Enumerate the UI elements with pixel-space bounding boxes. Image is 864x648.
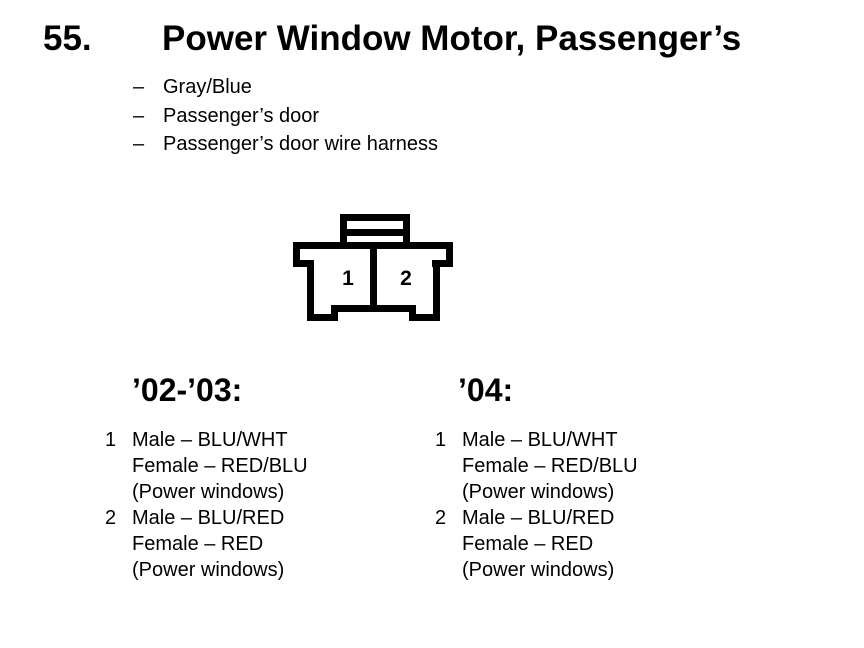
female-wire: Female – RED/BLU [462, 455, 638, 477]
bullet-text-color: Gray/Blue [163, 76, 252, 98]
female-wire: Female – RED [462, 533, 594, 555]
circuit-function: (Power windows) [462, 559, 615, 581]
pin-entry: 2 Male – BLU/RED Female – RED (Power win… [105, 505, 308, 583]
connector-diagram: 1 2 [293, 214, 453, 321]
male-wire: Male – BLU/WHT [132, 429, 288, 451]
pin-label-1: 1 [342, 267, 354, 290]
dash-bullet: – [133, 76, 145, 98]
list-item: – Passenger’s door [133, 102, 438, 131]
circuit-function: (Power windows) [132, 559, 285, 581]
connector-info-list: – Gray/Blue – Passenger’s door – Passeng… [133, 73, 438, 159]
bullet-text-location: Passenger’s door [163, 104, 320, 127]
male-wire: Male – BLU/RED [132, 507, 285, 529]
pin-list-02-03: 1 Male – BLU/WHT Female – RED/BLU (Power… [105, 427, 308, 583]
pin-number: 1 [435, 429, 447, 451]
pin-wire-info: Male – BLU/RED Female – RED (Power windo… [462, 505, 614, 583]
dash-bullet: – [133, 133, 145, 155]
pin-number: 2 [105, 507, 117, 529]
pin-entry: 1 Male – BLU/WHT Female – RED/BLU (Power… [435, 427, 638, 505]
pin-entry: 1 Male – BLU/WHT Female – RED/BLU (Power… [105, 427, 308, 505]
pin-wire-info: Male – BLU/WHT Female – RED/BLU (Power w… [462, 427, 638, 505]
female-wire: Female – RED/BLU [132, 455, 308, 477]
female-wire: Female – RED [132, 533, 264, 555]
item-number: 55. [43, 19, 92, 58]
male-wire: Male – BLU/WHT [462, 429, 618, 451]
circuit-function: (Power windows) [462, 481, 615, 503]
bullet-text-harness: Passenger’s door wire harness [163, 133, 438, 155]
pin-wire-info: Male – BLU/WHT Female – RED/BLU (Power w… [132, 427, 308, 505]
pin-label-2: 2 [400, 267, 412, 290]
pin-number: 2 [435, 507, 447, 529]
dash-bullet: – [133, 104, 145, 127]
pin-list-04: 1 Male – BLU/WHT Female – RED/BLU (Power… [435, 427, 638, 583]
pin-wire-info: Male – BLU/RED Female – RED (Power windo… [132, 505, 284, 583]
section-heading-02-03: ’02-’03: [132, 372, 243, 408]
list-item: – Gray/Blue [133, 73, 438, 102]
pin-number: 1 [105, 429, 117, 451]
list-item: – Passenger’s door wire harness [133, 130, 438, 159]
page-title: Power Window Motor, Passenger’s [162, 19, 742, 58]
circuit-function: (Power windows) [132, 481, 285, 503]
male-wire: Male – BLU/RED [462, 507, 615, 529]
section-heading-04: ’04: [458, 372, 514, 408]
pin-entry: 2 Male – BLU/RED Female – RED (Power win… [435, 505, 638, 583]
connector-outline [293, 214, 453, 321]
